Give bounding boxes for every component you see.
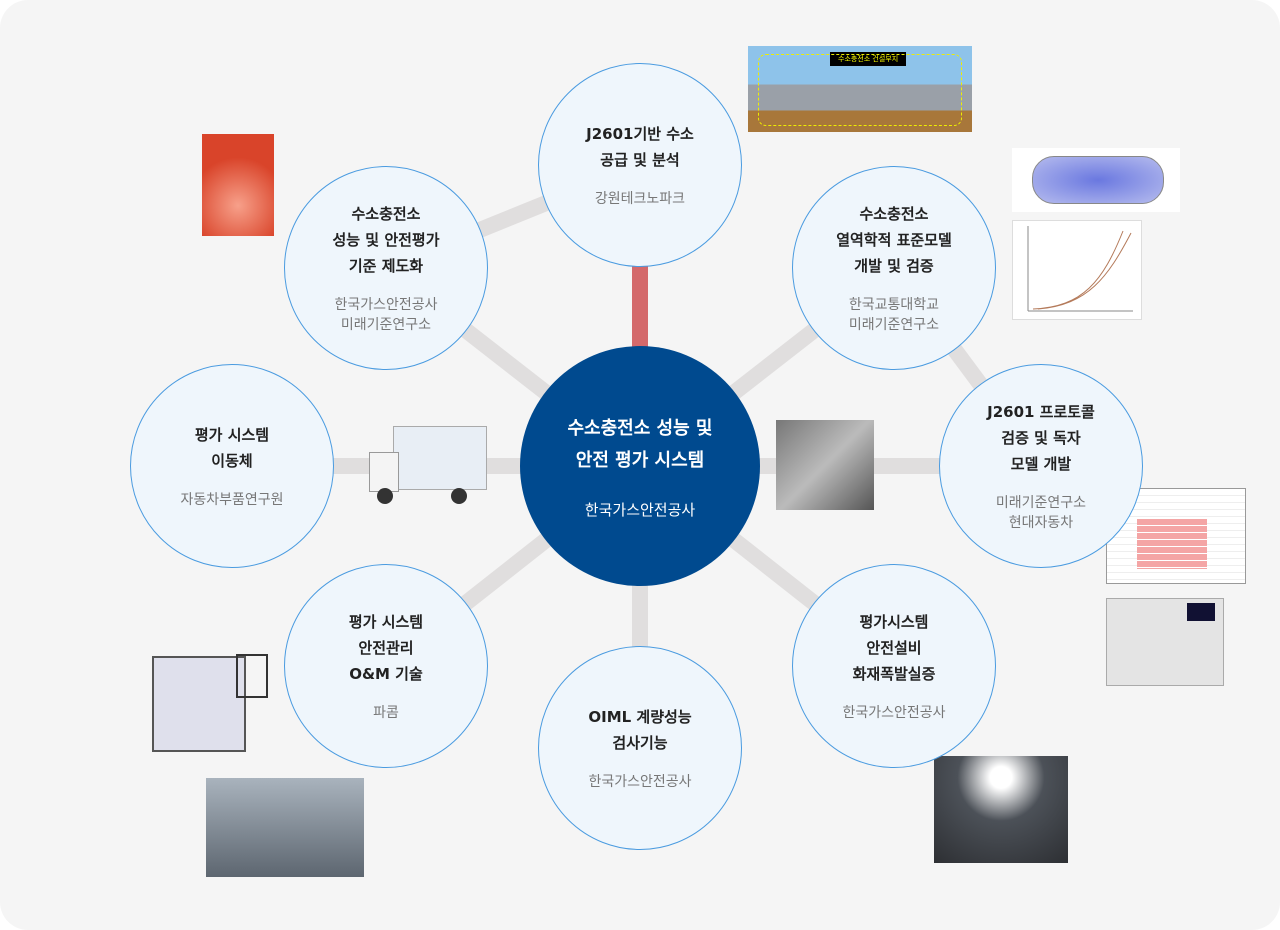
site-label: 수소충전소 건설부지 xyxy=(830,52,907,66)
node-title: J2601 프로토콜 검증 및 독자 모델 개발 xyxy=(987,403,1095,473)
fire-test-photo xyxy=(934,756,1068,863)
node-org: 미래기준연구소 현대자동차 xyxy=(995,495,1087,531)
temperature-chart-image xyxy=(1012,220,1142,320)
node-title: 평가 시스템 안전관리 O&M 기술 xyxy=(348,613,424,683)
node-title: 수소충전소 성능 및 안전평가 기준 제도화 xyxy=(332,205,440,275)
test-chamber-image xyxy=(146,636,270,754)
node-title: 평가 시스템 이동체 xyxy=(194,426,270,470)
node-title: OIML 계량성능 검사기능 xyxy=(588,708,692,752)
node-org: 한국교통대학교 미래기준연구소 xyxy=(848,297,940,333)
control-panel-photo xyxy=(776,420,874,510)
data-table-image xyxy=(1106,488,1246,584)
center-org: 한국가스안전공사 xyxy=(584,500,696,519)
node-org: 한국가스안전공사 xyxy=(588,774,692,790)
center-node: 수소충전소 성능 및 안전 평가 시스템 한국가스안전공사 xyxy=(520,346,760,586)
hmi-screen-image xyxy=(1106,598,1224,686)
mobile-truck-image xyxy=(365,418,489,510)
station-site-photo: 수소충전소 건설부지 xyxy=(748,46,972,132)
node-title: J2601기반 수소 공급 및 분석 xyxy=(586,125,694,169)
node-title: 수소충전소 열역학적 표준모델 개발 및 검증 xyxy=(836,205,952,275)
node-title: 평가시스템 안전설비 화재폭발실증 xyxy=(852,613,936,683)
node-org: 파콤 xyxy=(373,705,399,721)
node-org: 강원테크노파크 xyxy=(594,191,686,207)
om-control-room-image xyxy=(206,778,364,877)
node-org: 한국가스안전공사 미래기준연구소 xyxy=(334,297,438,333)
book-cover-image xyxy=(202,134,274,236)
node-org: 한국가스안전공사 xyxy=(842,705,946,721)
tank-simulation-image xyxy=(1012,148,1180,212)
center-title: 수소충전소 성능 및 안전 평가 시스템 xyxy=(567,417,713,471)
node-org: 자동차부품연구원 xyxy=(180,492,284,508)
